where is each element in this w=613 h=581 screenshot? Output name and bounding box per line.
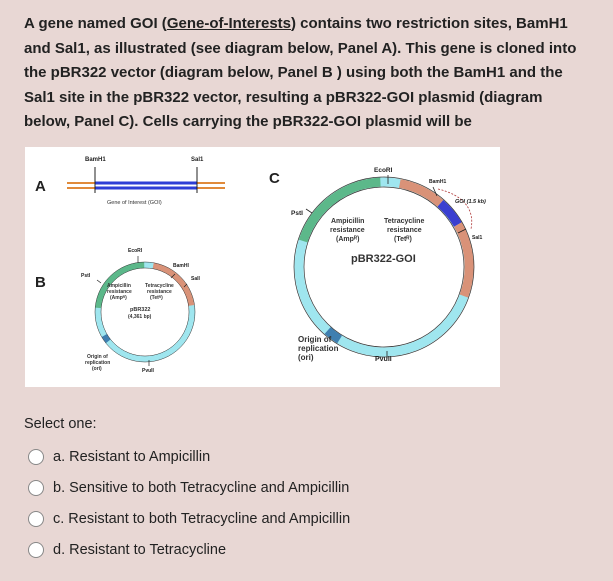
panel-c-tet-line2: resistance xyxy=(387,227,422,234)
panel-c-outer-outline xyxy=(293,176,475,358)
panel-c-amp-segment xyxy=(298,177,381,243)
option-b-label: b. Sensitive to both Tetracycline and Am… xyxy=(53,479,350,496)
panel-b-pvuii-label: PvuII xyxy=(142,368,155,374)
option-a[interactable]: a. Resistant to Ampicillin xyxy=(28,441,350,472)
panel-b-tet-segment xyxy=(152,262,195,306)
panel-c-bamh1-label: BamH1 xyxy=(429,179,446,185)
panel-b-label: B xyxy=(35,274,46,291)
panel-b-ori-line1: Origin of xyxy=(87,354,108,360)
panel-b-ori-segment xyxy=(101,333,111,344)
option-d[interactable]: d. Resistant to Tetracycline xyxy=(28,534,350,565)
question-text-part3: ) contains two restriction sites, BamH1 … xyxy=(24,15,577,130)
option-a-label: a. Resistant to Ampicillin xyxy=(53,448,211,465)
panel-c-amp-line3: (Ampᴿ) xyxy=(336,236,359,243)
panel-b-amp-line2: resistance xyxy=(107,289,132,295)
panel-c-goi-dashed-arrow xyxy=(437,188,473,230)
panel-c-plasmid-name: pBR322-GOI xyxy=(351,253,416,265)
panel-b-ecori-label: EcoRI xyxy=(128,248,143,254)
panel-c-ecori-label: EcoRI xyxy=(374,167,393,174)
panel-c-label: C xyxy=(269,170,280,187)
panel-b-tet-line1: Tetracycline xyxy=(145,283,174,289)
plasmid-figure: A BamH1 Sal1 Gene of Interest (GOI) B Ec… xyxy=(25,147,500,387)
panel-c-tet-upper-segment xyxy=(398,179,444,207)
panel-b-tet-line2: resistance xyxy=(147,289,172,295)
panel-b-inner-outline xyxy=(100,267,190,357)
panel-b-sali-tick xyxy=(183,283,188,288)
option-c-label: c. Resistant to both Tetracycline and Am… xyxy=(53,510,351,527)
option-a-radio[interactable] xyxy=(28,448,44,465)
panel-c-ori-line1: Origin of xyxy=(298,335,332,344)
panel-c-ori-segment xyxy=(324,327,343,344)
panel-c-sal1-label: Sal1 xyxy=(472,235,483,241)
panel-b-amp-line1: Ampicillin xyxy=(107,283,131,289)
select-one-label: Select one: xyxy=(24,416,97,432)
panel-b-ori-line3: (ori) xyxy=(92,366,102,372)
panel-b-ori-line2: replication xyxy=(85,360,110,366)
panel-c-bamh1-tick xyxy=(432,186,438,197)
answer-options: a. Resistant to Ampicillin b. Sensitive … xyxy=(28,441,350,565)
panel-a-sal1-label: Sal1 xyxy=(191,157,204,163)
option-d-label: d. Resistant to Tetracycline xyxy=(53,541,227,558)
panel-c-ori-line3: (ori) xyxy=(298,353,314,362)
panel-b-bamhi-tick xyxy=(170,273,176,279)
option-b[interactable]: b. Sensitive to both Tetracycline and Am… xyxy=(28,472,350,503)
option-b-radio[interactable] xyxy=(28,479,44,496)
plasmid-diagram: A BamH1 Sal1 Gene of Interest (GOI) B Ec… xyxy=(35,157,486,374)
option-c[interactable]: c. Resistant to both Tetracycline and Am… xyxy=(28,503,350,534)
panel-c-goi-segment xyxy=(437,200,462,227)
panel-b-tet-line3: (Tetᴿ) xyxy=(150,295,163,301)
panel-c-pvuii-label: PvuII xyxy=(375,356,392,363)
panel-c-amp-line2: resistance xyxy=(330,227,365,234)
panel-c-goi-label: GOI (1.5 kb) xyxy=(455,199,486,205)
panel-c-inner-outline xyxy=(303,186,465,348)
panel-b-outer-outline xyxy=(94,261,196,363)
panel-b-plasmid-name: pBR322 xyxy=(130,307,150,313)
panel-c-tet-line3: (Tetᴿ) xyxy=(394,236,412,243)
panel-c-psti-label: PstI xyxy=(291,210,303,217)
panel-c-ori-line2: replication xyxy=(298,344,339,353)
question-text-underlined: Gene-of-Interests xyxy=(166,15,292,32)
panel-a-bamh1-label: BamH1 xyxy=(85,157,106,163)
option-d-radio[interactable] xyxy=(28,541,44,558)
panel-c-tet-line1: Tetracycline xyxy=(384,218,424,225)
panel-b-amp-segment xyxy=(95,262,145,309)
question-text-part1: A gene named GOI ( xyxy=(24,15,167,32)
panel-a-label: A xyxy=(35,178,46,195)
panel-b-psti-tick xyxy=(96,279,102,284)
panel-c-psti-tick xyxy=(305,208,313,214)
panel-a-gene-label: Gene of Interest (GOI) xyxy=(107,200,162,206)
panel-b-sali-label: SalI xyxy=(191,276,201,282)
panel-b-plasmid-backbone xyxy=(95,262,195,362)
question-text: A gene named GOI (Gene-of-Interests) con… xyxy=(24,12,590,135)
panel-c-sal1-tick xyxy=(457,228,467,234)
option-c-radio[interactable] xyxy=(28,510,44,527)
panel-b-psti-label: PstI xyxy=(81,273,91,279)
panel-c-amp-line1: Ampicillin xyxy=(331,218,364,225)
panel-b-plasmid-size: (4,361 bp) xyxy=(128,314,152,320)
panel-b-amp-line3: (Ampᴿ) xyxy=(110,295,127,301)
panel-b-bamhi-label: BamHI xyxy=(173,263,189,269)
